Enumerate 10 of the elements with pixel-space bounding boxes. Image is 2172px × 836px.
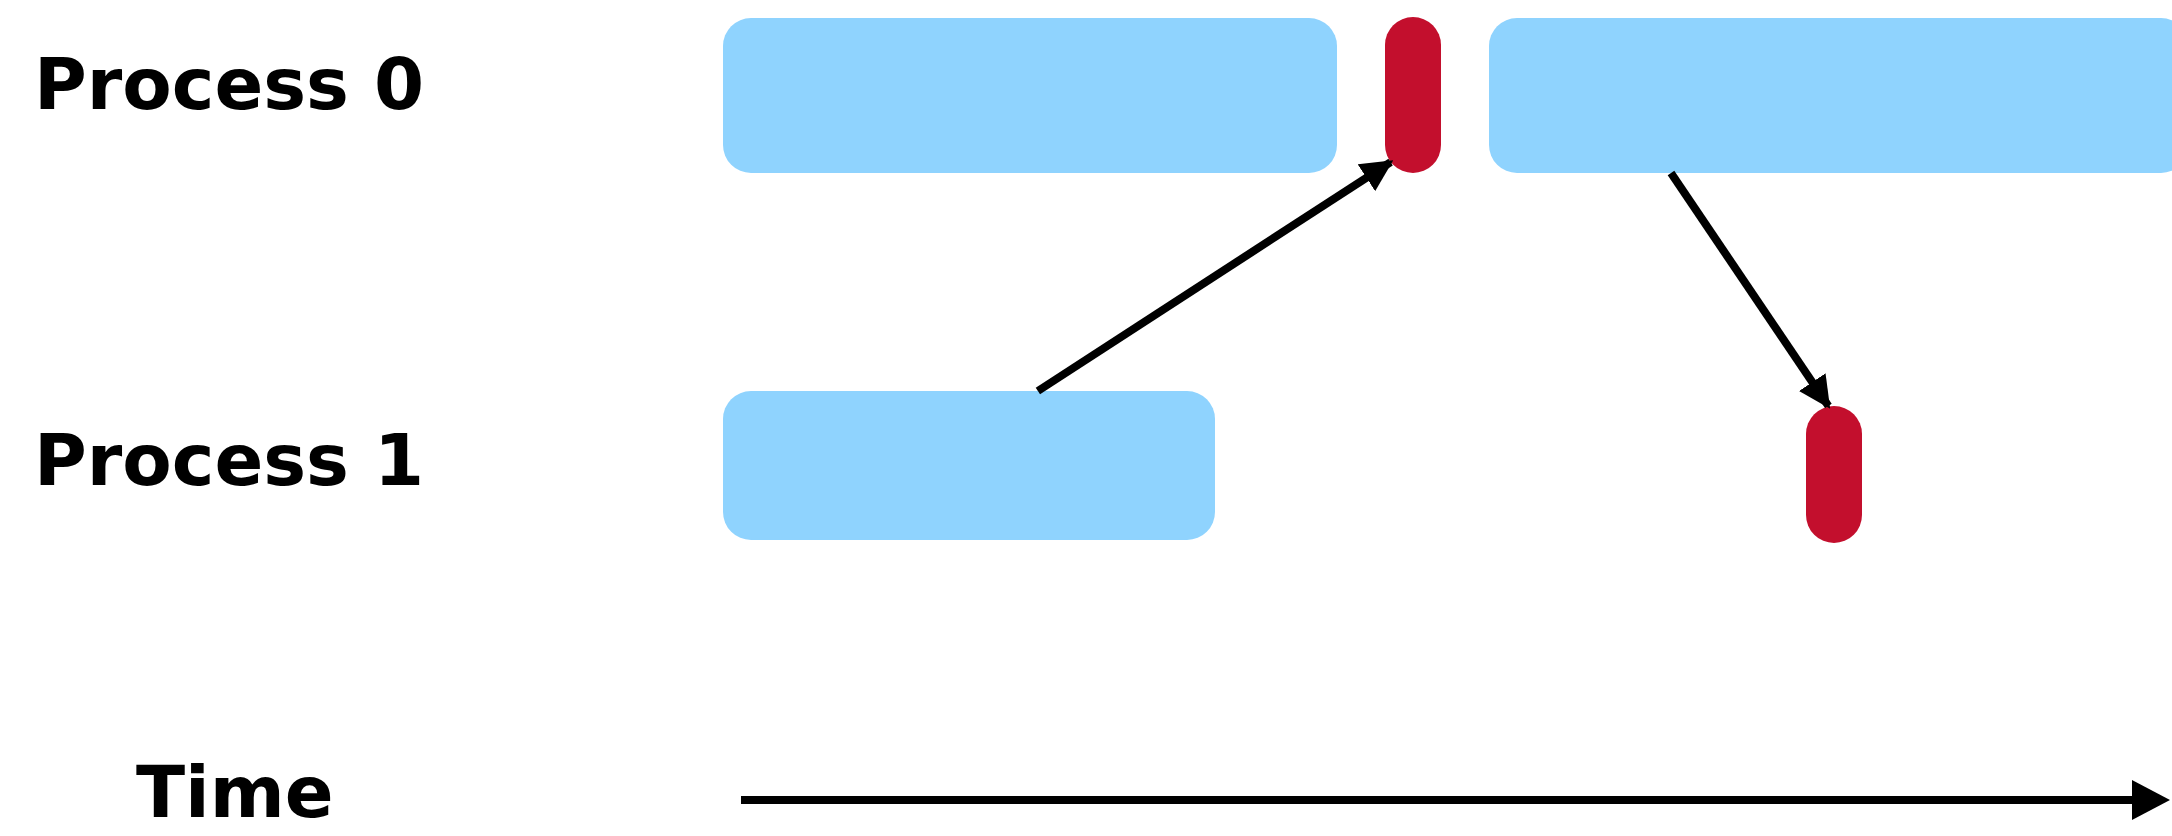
- sync-bar: [1385, 17, 1441, 173]
- sync-bar: [1806, 406, 1862, 543]
- process-bar: [1489, 18, 2172, 173]
- process-bar: [723, 18, 1337, 173]
- row-label: Process 0: [34, 48, 425, 120]
- row-label: Time: [136, 756, 334, 828]
- row-label: Process 1: [34, 424, 425, 496]
- arrow: [1667, 170, 1832, 409]
- process-bar: [723, 391, 1215, 540]
- arrow: [1035, 158, 1394, 395]
